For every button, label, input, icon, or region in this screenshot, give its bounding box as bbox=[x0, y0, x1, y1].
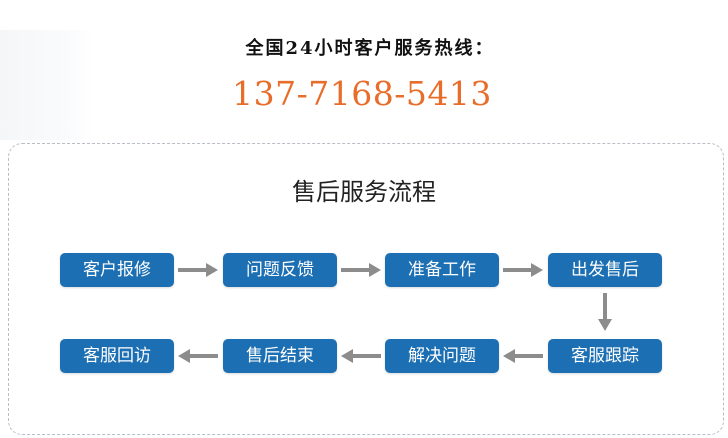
step-service-tracking: 客服跟踪 bbox=[548, 339, 662, 373]
arrow-left-icon bbox=[503, 349, 543, 363]
step-follow-up-visit: 客服回访 bbox=[60, 339, 174, 373]
arrow-right-icon bbox=[503, 263, 543, 277]
flow-title: 售后服务流程 bbox=[292, 178, 436, 206]
step-preparation: 准备工作 bbox=[385, 253, 499, 287]
arrow-right-icon bbox=[178, 263, 218, 277]
arrow-down-icon bbox=[598, 293, 612, 331]
step-customer-report: 客户报修 bbox=[60, 253, 174, 287]
step-issue-feedback: 问题反馈 bbox=[223, 253, 337, 287]
hotline-label: 全国24小时客户服务热线： bbox=[245, 38, 495, 59]
arrow-left-icon bbox=[341, 349, 381, 363]
background-smudge bbox=[0, 30, 95, 140]
step-dispatch-service: 出发售后 bbox=[548, 253, 662, 287]
arrow-left-icon bbox=[178, 349, 218, 363]
step-problem-solved: 解决问题 bbox=[385, 339, 499, 373]
step-service-complete: 售后结束 bbox=[223, 339, 337, 373]
arrow-right-icon bbox=[341, 263, 381, 277]
hotline-number: 137-7168-5413 bbox=[232, 74, 492, 113]
flow-panel bbox=[8, 143, 724, 435]
